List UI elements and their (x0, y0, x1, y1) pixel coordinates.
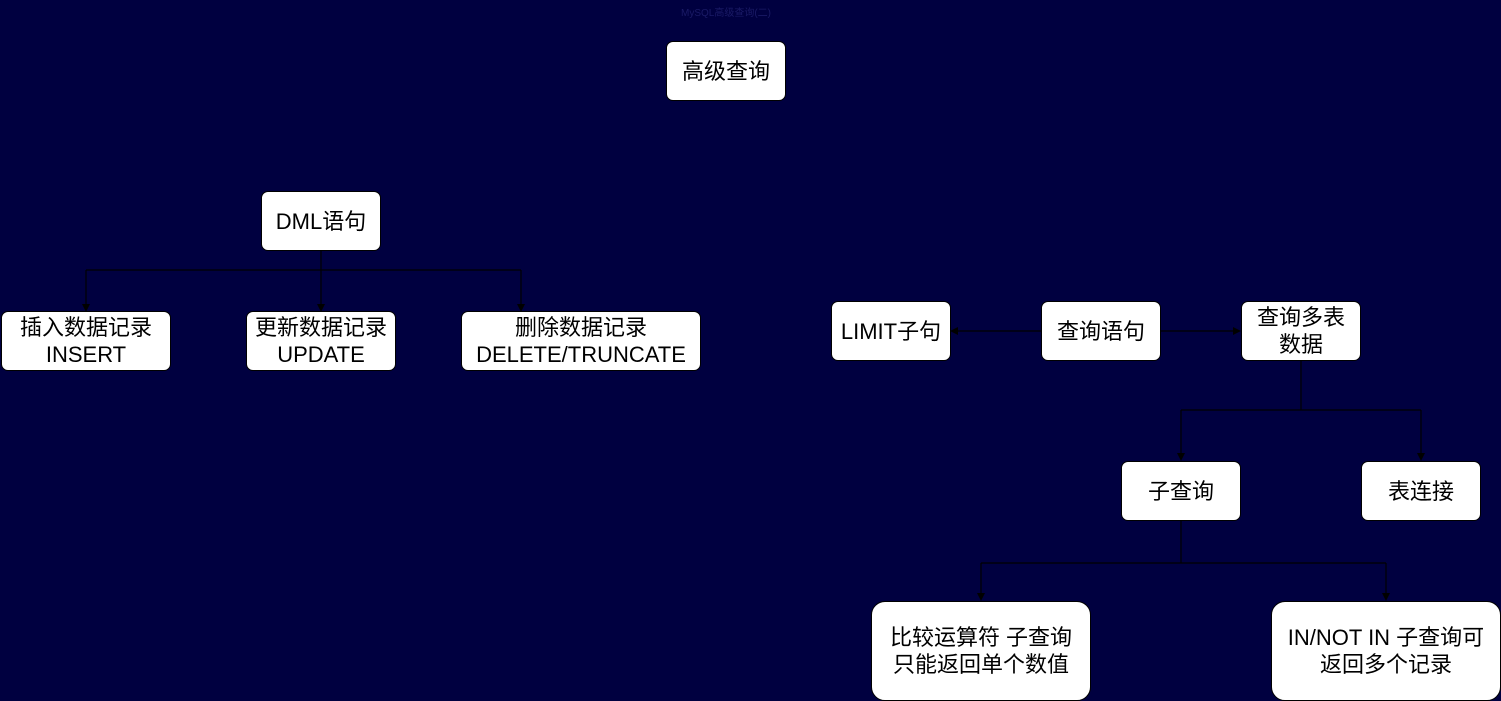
arrowhead-update (317, 304, 325, 312)
node-update: 更新数据记录 UPDATE (246, 311, 396, 371)
node-insert: 插入数据记录 INSERT (1, 311, 171, 371)
arrowhead-insert (82, 304, 90, 312)
node-select: 查询语句 (1041, 301, 1161, 361)
node-advanced-query: 高级查询 (666, 41, 786, 101)
node-subquery: 子查询 (1121, 461, 1241, 521)
diagram-header-text: MySQL高级查询(二) (681, 8, 771, 19)
arrowhead-join (1417, 453, 1425, 461)
node-multi-table: 查询多表 数据 (1241, 301, 1361, 361)
arrowhead-subquery (1177, 453, 1185, 461)
arrowhead-in (1382, 593, 1390, 601)
arrowhead-delete (517, 304, 525, 312)
node-dml: DML语句 (261, 191, 381, 251)
node-compare-subquery: 比较运算符 子查询 只能返回单个数值 (871, 601, 1091, 701)
node-limit: LIMIT子句 (831, 301, 951, 361)
node-in-subquery: IN/NOT IN 子查询可 返回多个记录 (1271, 601, 1501, 701)
arrowhead-compare (977, 593, 985, 601)
node-delete: 删除数据记录 DELETE/TRUNCATE (461, 311, 701, 371)
arrowhead-limit (950, 327, 958, 335)
node-join: 表连接 (1361, 461, 1481, 521)
arrowhead-multi (1233, 327, 1241, 335)
